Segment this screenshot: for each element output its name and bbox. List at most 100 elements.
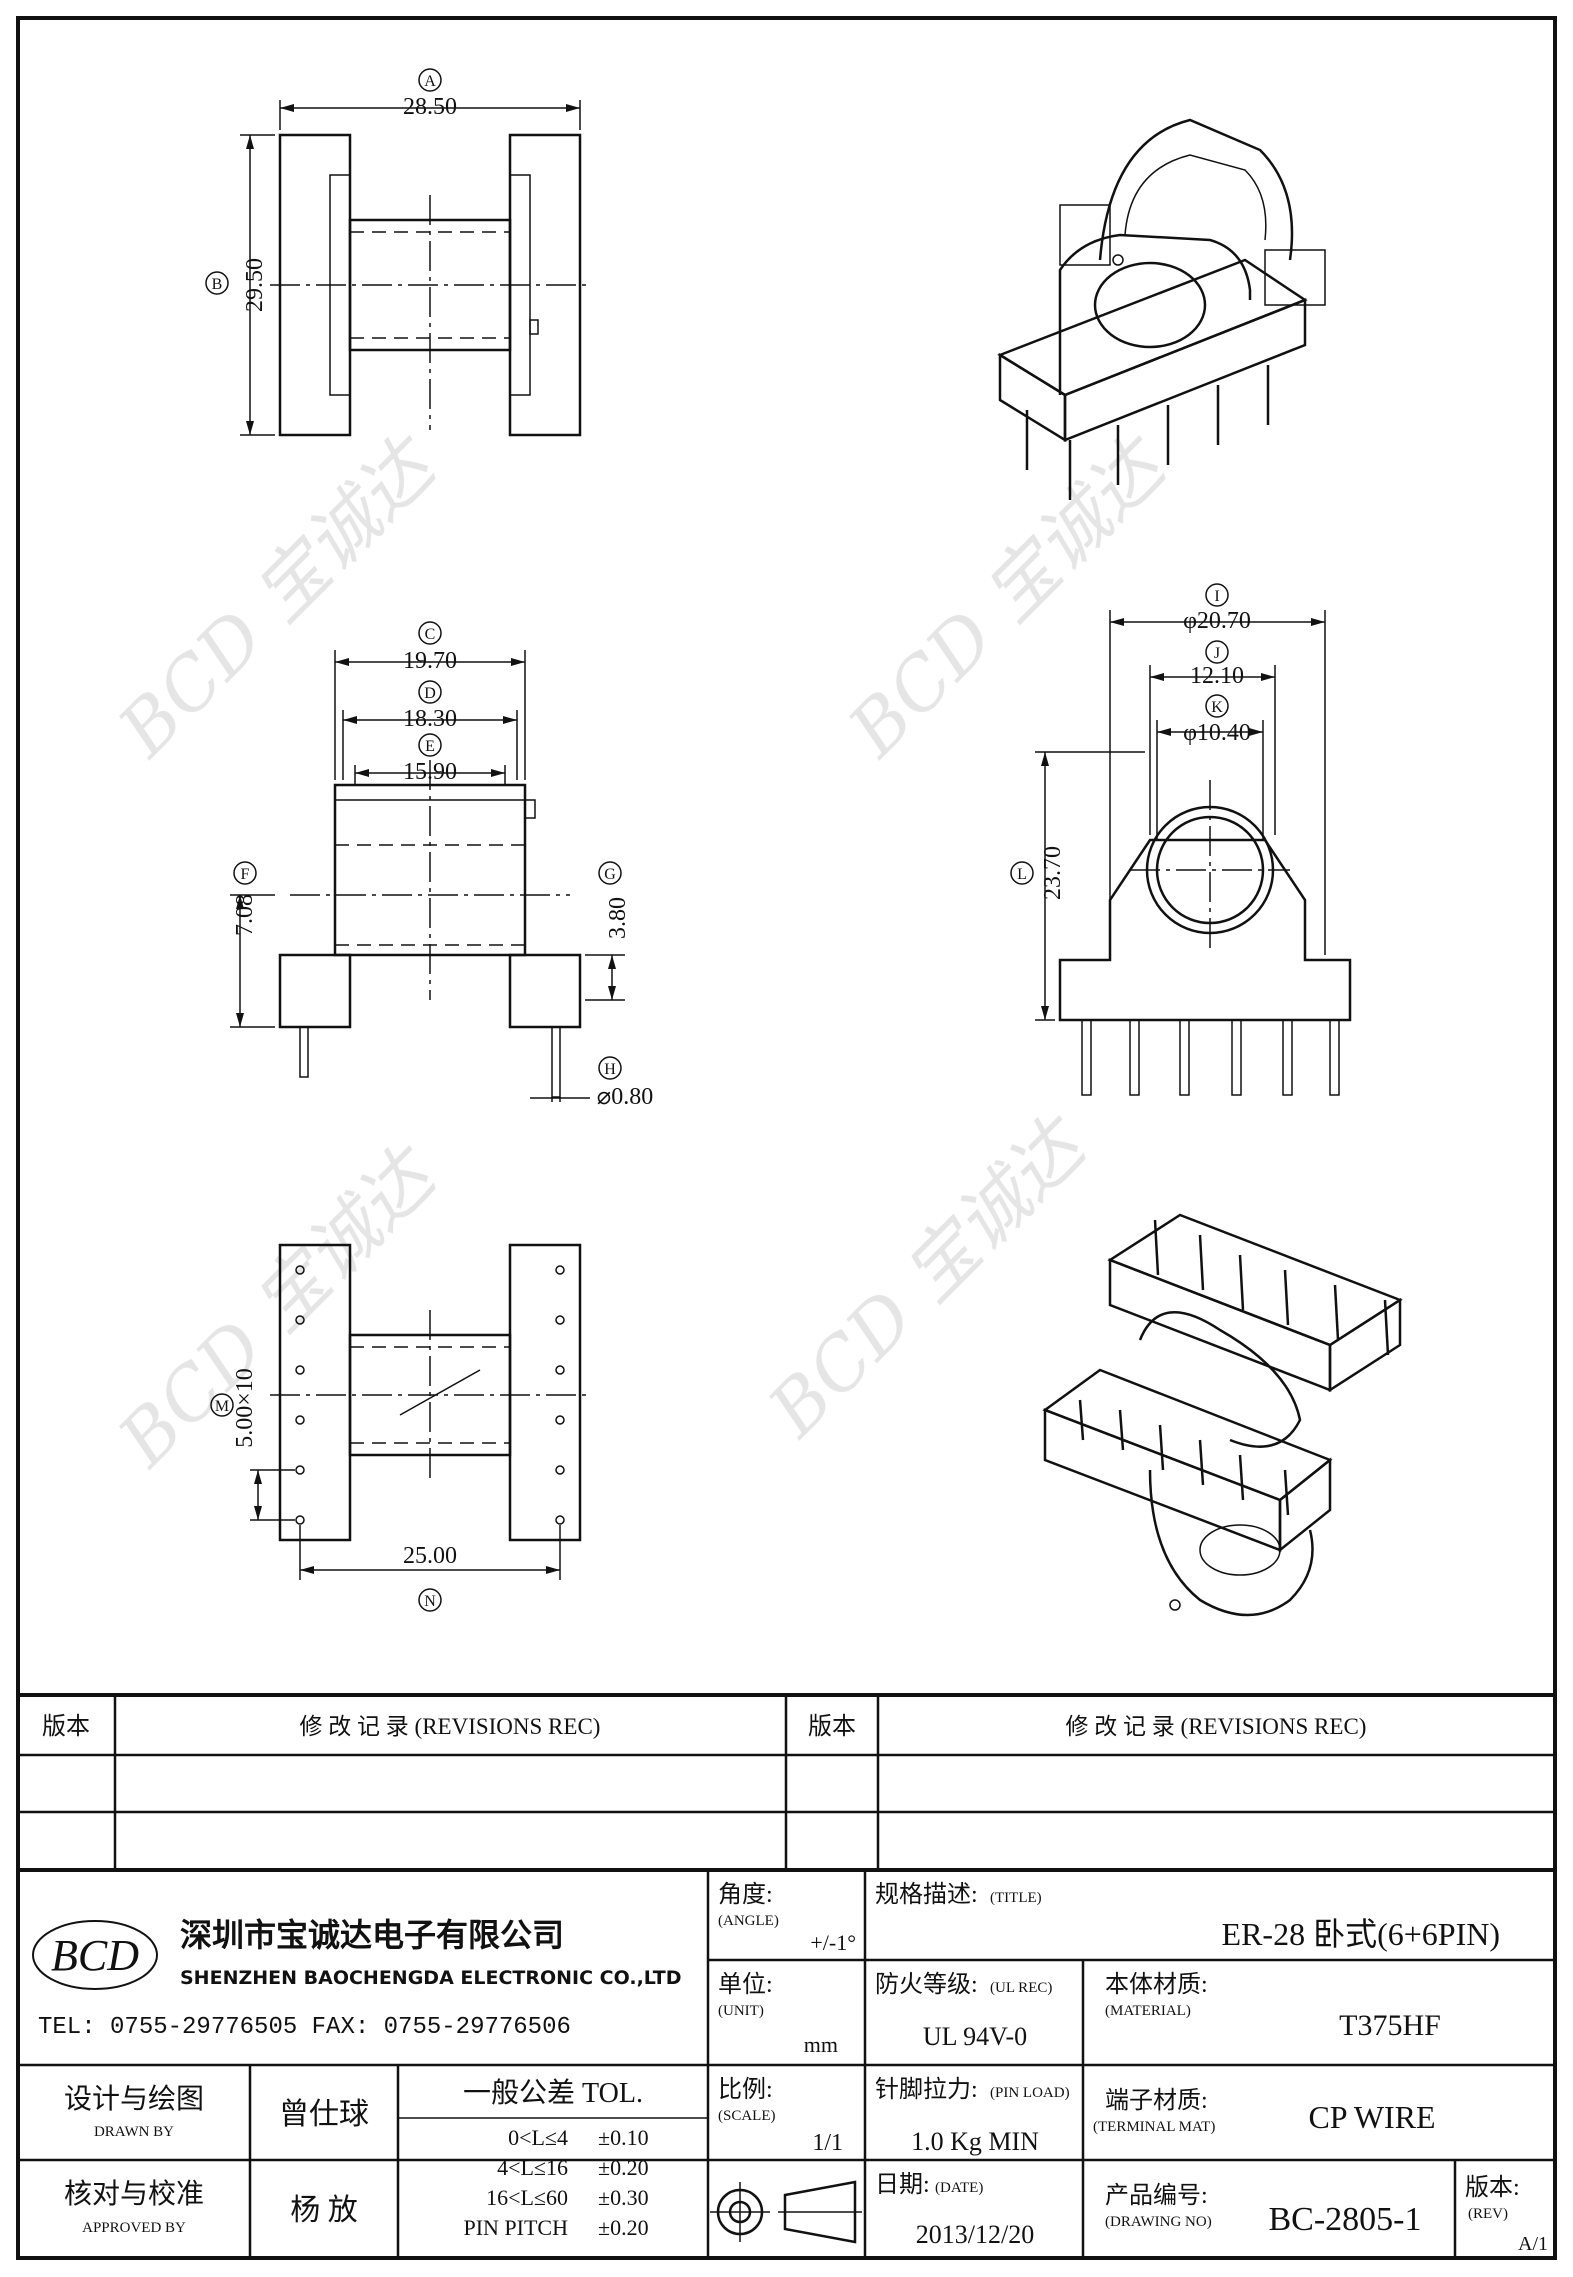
tolerance-value-2: ±0.20 bbox=[598, 2155, 649, 2180]
dim-value-C: 19.70 bbox=[403, 648, 457, 674]
watermarks: BCD 宝诚达 BCD 宝诚达 BCD 宝诚达 BCD 宝诚达 bbox=[101, 420, 1185, 1484]
tolerance-value-1: ±0.10 bbox=[598, 2125, 649, 2150]
dim-tag-K: K bbox=[1211, 699, 1223, 716]
drawn-by-value: 曾仕球 bbox=[279, 2098, 369, 2131]
dim-tag-E: E bbox=[425, 738, 435, 755]
unit-value: mm bbox=[804, 2032, 838, 2057]
dim-tag-N: N bbox=[424, 1593, 436, 1610]
terminal-value: CP WIRE bbox=[1308, 2099, 1435, 2135]
date-label-en: (DATE) bbox=[935, 2180, 983, 2196]
rev-label: 版本: bbox=[1465, 2174, 1520, 2201]
dim-value-H: ⌀0.80 bbox=[597, 1084, 653, 1110]
revision-table: 版本 修 改 记 录 (REVISIONS REC) 版本 修 改 记 录 (R… bbox=[16, 1693, 1557, 1872]
side-pins bbox=[1081, 1019, 1340, 1096]
dim-value-M: 5.00×10 bbox=[232, 1368, 258, 1448]
dim-tag-C: C bbox=[425, 626, 436, 643]
ul-label-en: (UL REC) bbox=[990, 1980, 1052, 1996]
dim-tag-G: G bbox=[604, 866, 616, 883]
title-label: 规格描述: bbox=[875, 1881, 978, 1908]
pinload-value: 1.0 Kg MIN bbox=[911, 2127, 1039, 2156]
dim-value-I: φ20.70 bbox=[1183, 608, 1251, 634]
revision-record-header-right: 修 改 记 录 (REVISIONS REC) bbox=[1066, 1714, 1367, 1739]
approved-by-label: 核对与校准 bbox=[64, 2178, 204, 2210]
tolerance-range-1: 0<L≤4 bbox=[508, 2125, 568, 2150]
pinload-label-en: (PIN LOAD) bbox=[990, 2085, 1070, 2101]
tolerance-range-3: 16<L≤60 bbox=[486, 2185, 568, 2210]
drawn-by-label: 设计与绘图 bbox=[64, 2083, 204, 2115]
company-contact: TEL: 0755-29776505 FAX: 0755-29776506 bbox=[38, 2014, 571, 2041]
dim-tag-I: I bbox=[1214, 588, 1219, 605]
dim-value-B: 29.50 bbox=[242, 258, 268, 312]
pinload-label: 针脚拉力: bbox=[875, 2076, 978, 2103]
dim-tag-F: F bbox=[241, 866, 250, 883]
tolerance-value-3: ±0.30 bbox=[598, 2185, 649, 2210]
title-value: ER-28 卧式(6+6PIN) bbox=[1222, 1916, 1500, 1952]
top-view: A 28.50 B 29.50 bbox=[205, 68, 590, 437]
projection-symbol bbox=[710, 2180, 862, 2244]
tolerance-list: 0<L≤4 ±0.10 4<L≤16 ±0.20 16<L≤60 ±0.30 P… bbox=[463, 2125, 648, 2240]
tolerance-title: 一般公差 TOL. bbox=[463, 2077, 643, 2109]
date-label: 日期: bbox=[875, 2172, 930, 2198]
company-name-cn: 深圳市宝诚达电子有限公司 bbox=[180, 1916, 564, 1954]
revision-version-header-right: 版本 bbox=[808, 1713, 856, 1740]
front-view: C 19.70 D 18.30 E 15.90 F 7.08 bbox=[230, 621, 653, 1110]
company-logo-text: BCD bbox=[51, 1931, 139, 1980]
dim-value-N: 25.00 bbox=[403, 1543, 457, 1569]
drawing-no-label: 产品编号: bbox=[1105, 2182, 1208, 2209]
dim-value-D: 18.30 bbox=[403, 706, 457, 732]
unit-label: 单位: bbox=[718, 1971, 773, 1998]
dim-value-K: φ10.40 bbox=[1183, 720, 1251, 746]
dim-tag-D: D bbox=[424, 685, 436, 702]
approved-by-value: 杨 放 bbox=[290, 2194, 358, 2227]
dim-tag-B: B bbox=[212, 276, 223, 293]
angle-label-en: (ANGLE) bbox=[718, 1913, 779, 1929]
material-label: 本体材质: bbox=[1105, 1971, 1208, 1998]
revision-version-header-left: 版本 bbox=[42, 1713, 90, 1740]
ul-label: 防火等级: bbox=[875, 1971, 978, 1998]
isometric-view-bottom bbox=[1042, 1213, 1403, 1617]
dim-tag-L: L bbox=[1017, 866, 1027, 883]
dim-value-J: 12.10 bbox=[1190, 663, 1244, 689]
dim-tag-J: J bbox=[1214, 645, 1220, 662]
dim-tag-M: M bbox=[215, 1398, 229, 1415]
tag-A bbox=[418, 68, 442, 92]
title-label-en: (TITLE) bbox=[990, 1890, 1042, 1906]
angle-label: 角度: bbox=[718, 1881, 773, 1908]
scale-label-en: (SCALE) bbox=[718, 2108, 776, 2124]
rev-value: A/1 bbox=[1518, 2233, 1548, 2255]
tolerance-value-4: ±0.20 bbox=[598, 2215, 649, 2240]
drawing-no-label-en: (DRAWING NO) bbox=[1105, 2214, 1212, 2230]
bottom-pin-holes bbox=[295, 1265, 565, 1525]
dim-tag-A: A bbox=[424, 73, 436, 90]
watermark-3: BCD 宝诚达 bbox=[101, 1130, 455, 1484]
watermark-4: BCD 宝诚达 bbox=[751, 1100, 1105, 1454]
dim-value-E: 15.90 bbox=[403, 759, 457, 785]
drawing-no-value: BC-2805-1 bbox=[1269, 2201, 1422, 2238]
date-value: 2013/12/20 bbox=[916, 2220, 1034, 2249]
rev-label-en: (REV) bbox=[1468, 2206, 1508, 2222]
dim-value-F: 7.08 bbox=[232, 894, 258, 936]
scale-label: 比例: bbox=[718, 2076, 773, 2103]
unit-label-en: (UNIT) bbox=[718, 2003, 764, 2019]
angle-value: +/-1° bbox=[810, 1930, 856, 1955]
ul-value: UL 94V-0 bbox=[923, 2022, 1027, 2051]
dim-value-G: 3.80 bbox=[605, 897, 631, 939]
watermark-2: BCD 宝诚达 bbox=[831, 420, 1185, 774]
scale-value: 1/1 bbox=[812, 2130, 843, 2156]
approved-by-label-en: APPROVED BY bbox=[82, 2220, 186, 2236]
terminal-label: 端子材质: bbox=[1105, 2087, 1208, 2114]
tolerance-range-2: 4<L≤16 bbox=[497, 2155, 568, 2180]
bottom-view: M 5.00×10 25.00 N bbox=[210, 1243, 590, 1612]
company-logo: BCD bbox=[32, 1920, 158, 1990]
title-block: BCD 深圳市宝诚达电子有限公司 SHENZHEN BAOCHENGDA ELE… bbox=[16, 1868, 1557, 2260]
side-view: I φ20.70 J 12.10 K φ10.40 L 23.70 bbox=[1010, 583, 1352, 1096]
terminal-label-en: (TERMINAL MAT) bbox=[1093, 2119, 1215, 2135]
dim-value-L: 23.70 bbox=[1040, 846, 1066, 900]
material-label-en: (MATERIAL) bbox=[1105, 2003, 1191, 2019]
dim-value-A: 28.50 bbox=[403, 94, 457, 120]
company-name-en: SHENZHEN BAOCHENGDA ELECTRONIC CO.,LTD bbox=[180, 1967, 681, 1989]
tolerance-range-4: PIN PITCH bbox=[463, 2215, 568, 2240]
drawn-by-label-en: DRAWN BY bbox=[94, 2124, 174, 2140]
isometric-pins-bottom bbox=[1078, 1219, 1390, 1516]
